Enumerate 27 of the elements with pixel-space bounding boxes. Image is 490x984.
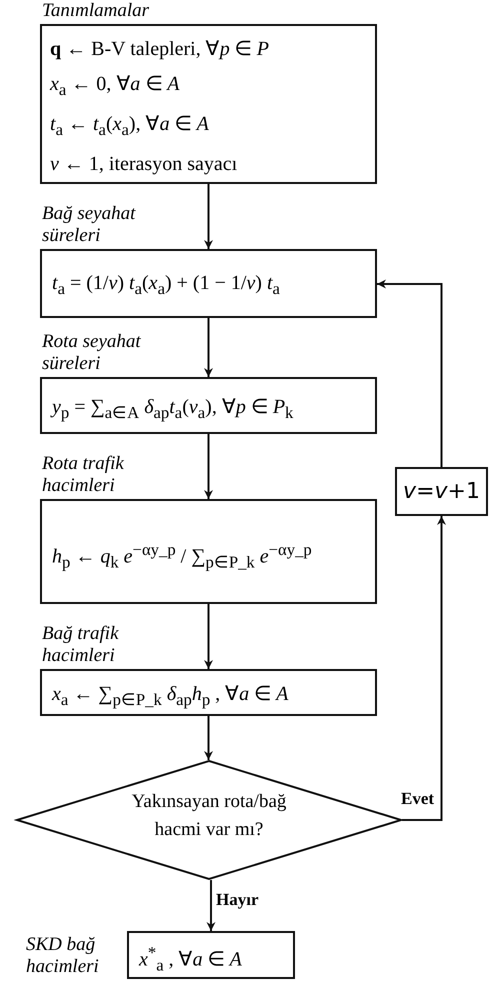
arrow [402,516,446,821]
arrow [204,604,213,669]
arrow [206,880,216,931]
arrow [204,184,213,249]
definition-text: q ← B-V talepleri, ∀p ∈ P [49,37,270,62]
arrow [204,318,213,377]
step-heading: Bağ trafik hacimleri [42,623,120,667]
definition-text: t$_{a}$ ← t$_{a}$(x$_{a}$), ∀a ∈ A [49,112,210,141]
formula-text: h$_{p}$ ← q$_{k}$ e$^{−αy_p}$ / ∑$_{p∈P_k}$ e$^{−αy_p}$ [52,540,312,572]
arrow [204,716,213,760]
definition-text: v ← 1, iterasyon sayacı [49,152,238,177]
arrow [204,434,213,499]
formula-text: x$^{*}$$_{a}$ , ∀a ∈ A [139,943,242,976]
formula-text: v=v+1 [402,479,481,504]
formula-text: y$_{p}$ = ∑$_{a∈A}$ δ$_{ap}$t$_{a}$(v$_{a}$), ∀p ∈ P$_{k}$ [52,394,294,422]
step-heading: Rota seyahat süreleri [42,331,142,375]
process-box [395,467,488,516]
formula-text: t$_{a}$ = (1/v) t$_{a}$(x$_{a}$) + (1 − 1/v) t$_{a}$ [52,272,280,298]
decision-text: Yakınsayan rota/bağ hacmi var mı? [130,790,288,842]
step-heading: Tanımlamalar [42,0,150,22]
step-heading: Rota trafik hacimleri [42,453,125,497]
step-heading: SKD bağ hacimleri [26,934,100,978]
step-heading: Bağ seyahat süreleri [42,203,137,247]
decision-diamond [16,760,402,880]
definition-text: x$_{a}$ ← 0, ∀a ∈ A [48,72,181,101]
formula-text: x$_{a}$ ← ∑$_{p∈P_k}$ δ$_{ap}$h$_{p}$ , ∀a ∈ A [52,682,288,710]
arrow [377,280,442,467]
